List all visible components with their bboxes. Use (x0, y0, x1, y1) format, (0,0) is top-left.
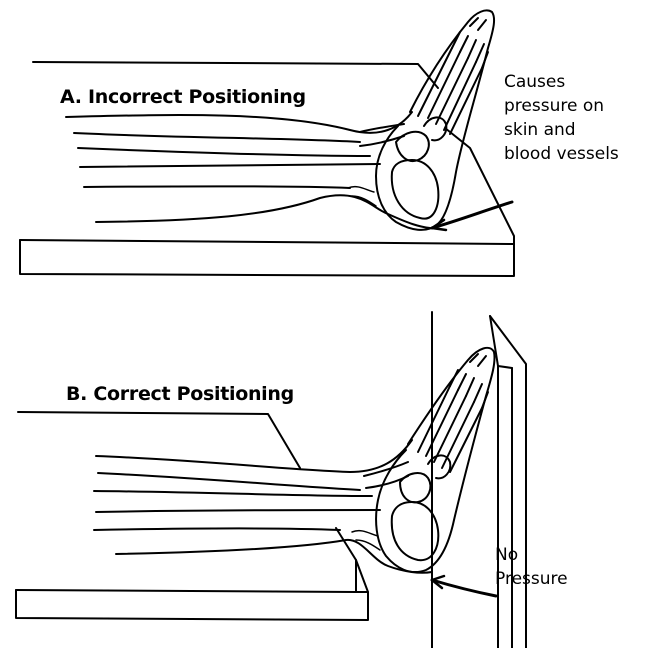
panel-b-callout-line: Pressure (495, 567, 568, 591)
panel-b-foot (352, 348, 495, 572)
panel-b-title: B. Correct Positioning (66, 383, 294, 405)
panel-b-callout-line: No (495, 543, 568, 567)
panel-a-title: A. Incorrect Positioning (60, 86, 306, 108)
panel-a-callout-line: skin and (504, 118, 619, 142)
panel-b-illustration (16, 312, 526, 648)
panel-a-callout-line: Causes (504, 70, 619, 94)
panel-a-callout-line: blood vessels (504, 142, 619, 166)
panel-a-callout-line: pressure on (504, 94, 619, 118)
panel-a-foot (348, 10, 494, 229)
panel-b-no-pressure-arrow (432, 576, 496, 596)
panel-b-leg (94, 440, 432, 573)
panel-b-callout: No Pressure (495, 543, 568, 591)
panel-b-mattress (16, 412, 368, 620)
panel-b-footboard (432, 312, 526, 648)
panel-a-illustration (20, 10, 514, 276)
panel-a-callout: Causes pressure on skin and blood vessel… (504, 70, 619, 166)
